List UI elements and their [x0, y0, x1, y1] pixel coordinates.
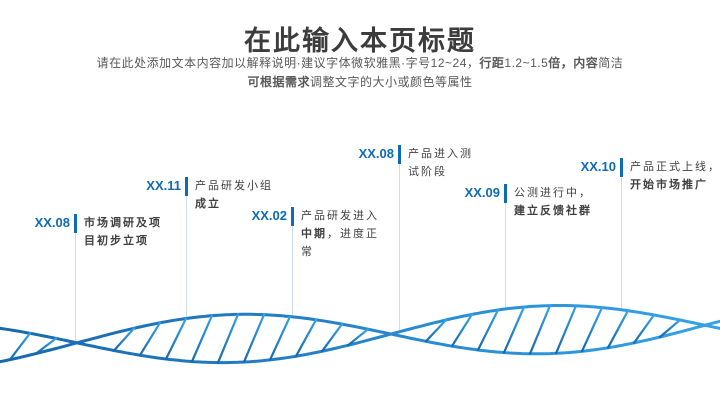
text-segment: 可根据需求 — [247, 75, 310, 89]
text-segment: 常 — [301, 246, 314, 258]
text-segment: 调整文字的大小或颜色等属性 — [310, 75, 473, 89]
text-segment: 公测进行中， — [514, 187, 592, 199]
text-segment: 1.2~1.5 — [504, 56, 549, 70]
text-segment: 建立反馈社群 — [514, 205, 592, 217]
text-segment: 行距 — [479, 56, 505, 70]
timeline-item-text: 产品进入测试阶段 — [408, 145, 473, 181]
timeline-text-line: 产品研发进入 — [301, 207, 379, 225]
timeline-text-line: 成立 — [195, 195, 273, 213]
timeline-text-line: 产品正式上线， — [630, 158, 720, 176]
timeline-date-bar — [620, 158, 623, 177]
text-segment: 中期 — [301, 228, 327, 240]
slide-subtitle: 请在此处添加文本内容加以解释说明·建议字体微软雅黑·字号12~24，行距1.2~… — [0, 54, 720, 92]
timeline-date-bar — [398, 145, 401, 164]
timeline-text-line: 开始市场推广 — [630, 176, 720, 194]
timeline-item-text: 产品研发进入中期，进度正常 — [301, 207, 379, 261]
timeline-date: XX.11 — [146, 178, 181, 193]
text-segment: 目初步立项 — [84, 235, 149, 247]
timeline-text-line: 产品进入测 — [408, 145, 473, 163]
text-segment: 开始市场推广 — [630, 179, 708, 191]
timeline-text-line: 建立反馈社群 — [514, 202, 592, 220]
text-segment: 倍， — [548, 56, 574, 70]
timeline-connector-line — [75, 233, 76, 343]
timeline-date: XX.08 — [358, 146, 394, 161]
timeline-item-text: 市场调研及项目初步立项 — [84, 214, 162, 250]
text-segment: 产品研发小组 — [195, 180, 273, 192]
timeline-connector-line — [292, 226, 293, 317]
timeline-item-text: 公测进行中， 建立反馈社群 — [514, 184, 592, 220]
timeline-connector-line — [186, 196, 187, 319]
slide-title: 在此输入本页标题 — [244, 26, 476, 56]
subtitle-line: 可根据需求调整文字的大小或颜色等属性 — [0, 73, 720, 92]
timeline-text-line: 市场调研及项 — [84, 214, 162, 232]
timeline-connector-line — [621, 177, 622, 310]
text-segment: 产品进入测 — [408, 148, 473, 160]
timeline-date-bar — [74, 214, 77, 233]
timeline-text-line: 中期，进度正 — [301, 225, 379, 243]
timeline-date: XX.09 — [464, 185, 500, 200]
text-segment: ，进度正 — [327, 228, 379, 240]
text-segment: 简洁 — [598, 56, 624, 70]
timeline-text-line: 产品研发小组 — [195, 177, 273, 195]
text-segment: 成立 — [195, 198, 221, 210]
timeline-connector-line — [505, 203, 506, 309]
timeline-date: XX.10 — [580, 159, 616, 174]
timeline-text-line: 常 — [301, 243, 379, 261]
timeline-item-text: 产品研发小组成立 — [195, 177, 273, 213]
timeline-date-bar — [504, 184, 507, 203]
timeline-connector-line — [399, 164, 400, 332]
timeline-date-bar — [291, 207, 294, 226]
text-segment: 产品正式上线， — [630, 161, 720, 173]
text-segment: 产品研发进入 — [301, 210, 379, 222]
text-segment: 试阶段 — [408, 166, 447, 178]
text-segment: 市场调研及项 — [84, 217, 162, 229]
subtitle-line: 请在此处添加文本内容加以解释说明·建议字体微软雅黑·字号12~24，行距1.2~… — [0, 54, 720, 73]
timeline-text-line: 试阶段 — [408, 163, 473, 181]
text-segment: 内容 — [573, 56, 599, 70]
timeline-text-line: 公测进行中， — [514, 184, 592, 202]
timeline-date-bar — [185, 177, 188, 196]
timeline-item-text: 产品正式上线， 开始市场推广 — [630, 158, 720, 194]
timeline-text-line: 目初步立项 — [84, 232, 162, 250]
timeline-date: XX.08 — [34, 215, 70, 230]
text-segment: 请在此处添加文本内容加以解释说明·建议字体微软雅黑·字号12~24， — [96, 56, 480, 70]
timeline-date: XX.02 — [251, 208, 287, 223]
